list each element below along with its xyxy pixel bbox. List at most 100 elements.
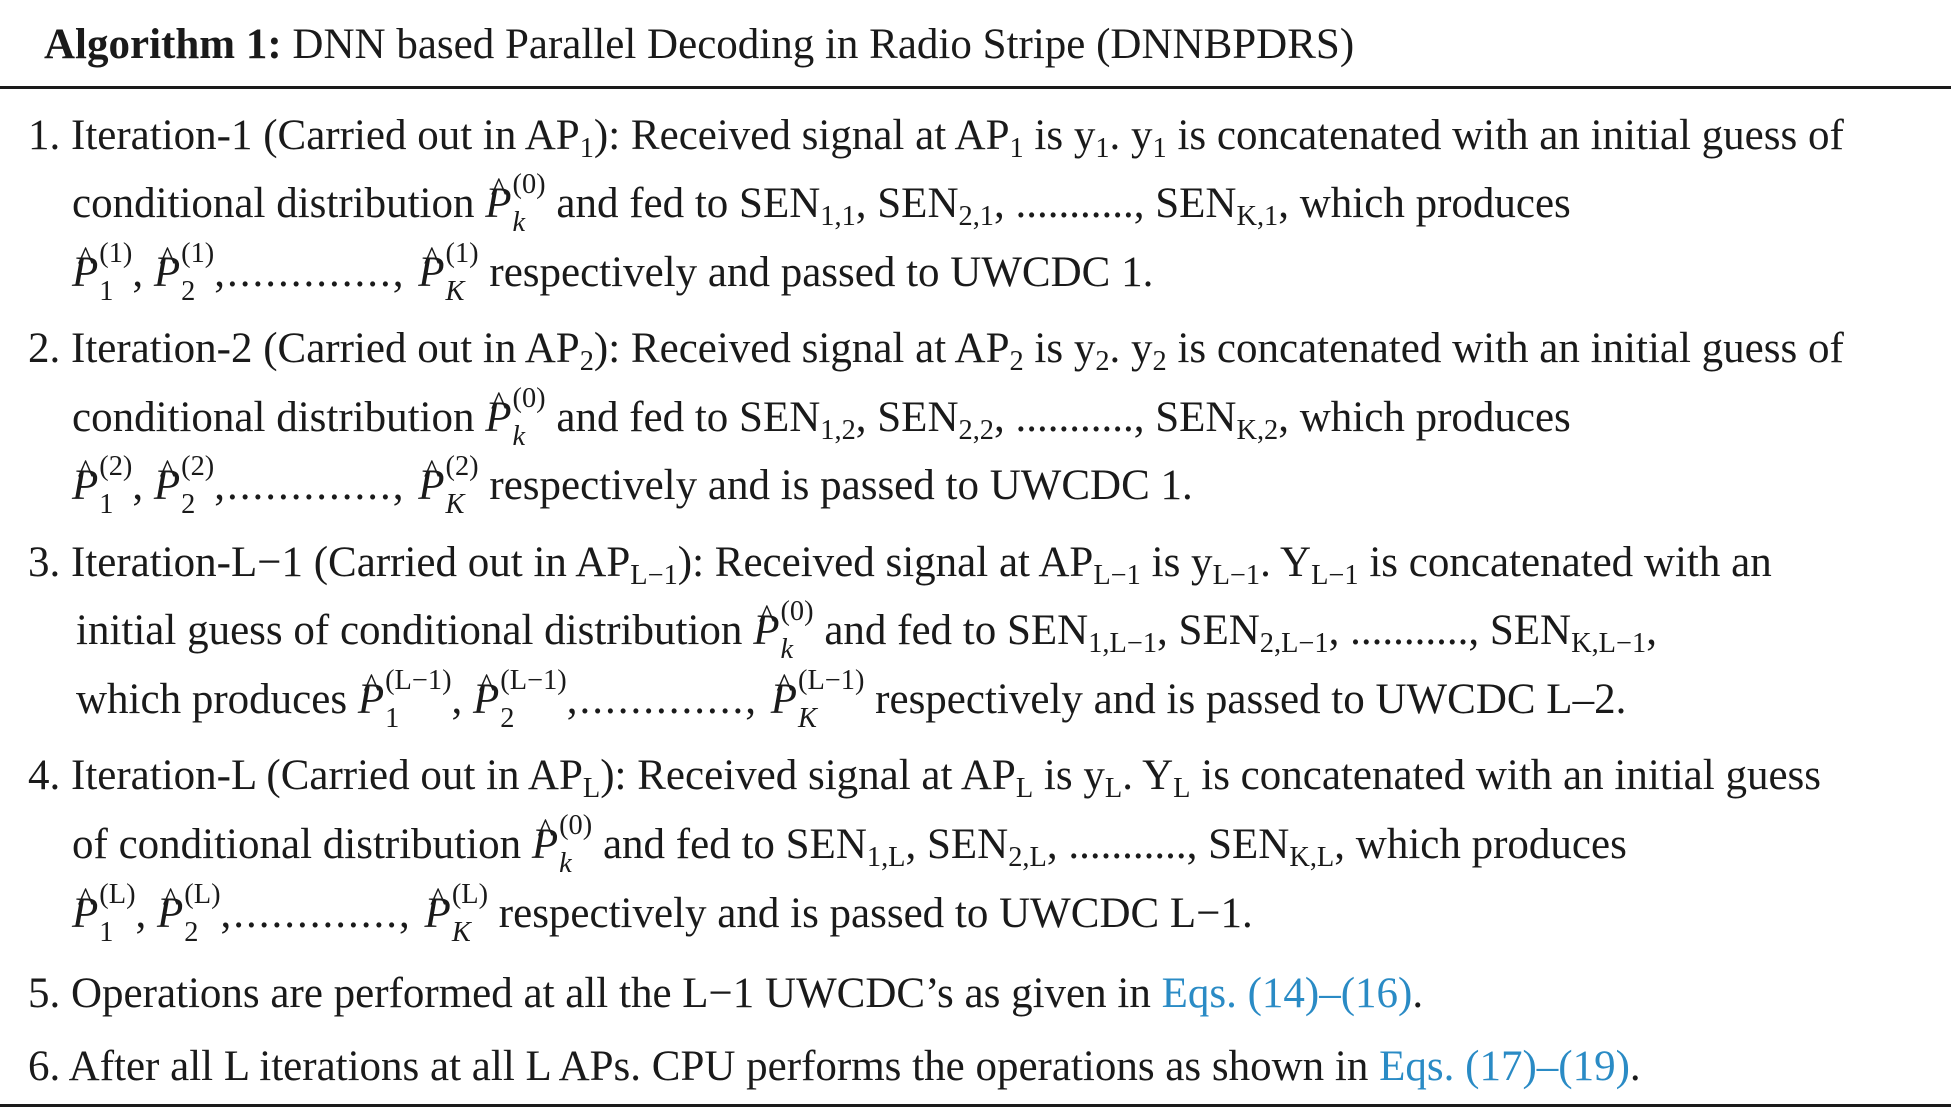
step-text: and fed to SEN	[813, 607, 1089, 654]
math-script: (1)K	[446, 239, 479, 306]
p-hat: P	[473, 653, 499, 733]
step-text: is y	[1023, 112, 1096, 159]
subscript: K,1	[1236, 200, 1279, 232]
step-text: is concatenated with an	[1358, 539, 1772, 586]
superscript: (L−1)	[500, 664, 567, 696]
ellipsis: ,.............,	[220, 890, 425, 937]
step-2-line-2: conditional distribution P(0)k and fed t…	[72, 371, 1571, 453]
step-6-number: 6.	[28, 1043, 61, 1090]
subscript: 2	[500, 703, 515, 735]
ellipsis: ,.............,	[566, 676, 771, 723]
subscript: 2	[181, 489, 196, 521]
subscript: 2,L−1	[1259, 627, 1329, 659]
p-hat: P	[72, 439, 98, 519]
step-text: is concatenated with an initial guess of	[1166, 325, 1844, 372]
step-5-number: 5.	[28, 970, 61, 1017]
p-hat: P	[154, 439, 180, 519]
p-hat: P	[485, 157, 511, 237]
superscript: (1)	[99, 237, 133, 269]
superscript: (0)	[512, 168, 546, 200]
equation-reference-link[interactable]: Eqs. (14)–(16)	[1161, 970, 1413, 1017]
step-text: conditional distribution	[72, 394, 486, 441]
equation-reference-link[interactable]: Eqs. (17)–(19)	[1379, 1043, 1630, 1090]
subscript: L−1	[630, 559, 678, 591]
step-text: . Y	[1260, 539, 1312, 586]
step-2-number: 2.	[28, 325, 61, 372]
subscript: 2,L	[1008, 841, 1047, 873]
subscript: L	[1104, 772, 1123, 804]
superscript: (L−1)	[385, 664, 452, 696]
p-hat: P	[418, 439, 444, 519]
subscript: L	[1173, 772, 1191, 804]
step-text: , ..........., SEN	[1328, 607, 1572, 654]
ellipsis: ,.............,	[214, 462, 419, 509]
superscript: (1)	[445, 237, 479, 269]
p-hat: P	[485, 371, 511, 451]
subscript: K,L	[1289, 841, 1335, 873]
math-script: (2)1	[99, 452, 132, 519]
subscript: K,2	[1236, 414, 1279, 446]
step-text: , SEN	[855, 180, 959, 227]
subscript: 2	[184, 917, 199, 949]
p-hat: P	[157, 867, 183, 947]
step-text: .	[1629, 1043, 1641, 1090]
step-1-line-3: P(1)1, P(1)2,............., P(1)K respec…	[72, 226, 1153, 306]
step-text: ): Received signal at AP	[600, 752, 1016, 799]
subscript: K	[798, 703, 817, 735]
p-hat: P	[753, 584, 779, 664]
separator: ,	[135, 890, 158, 937]
subscript: 1	[1152, 132, 1167, 164]
step-text: is y	[1023, 325, 1096, 372]
step-text: . y	[1109, 112, 1153, 159]
math-script: (0) k	[559, 811, 592, 880]
step-text: Operations are performed at all the L−1 …	[71, 970, 1162, 1017]
step-5-line-1: 5. Operations are performed at all the L…	[28, 961, 1423, 1027]
algorithm-label: Algorithm 1:	[44, 21, 282, 68]
step-text: is concatenated with an initial guess of	[1166, 112, 1844, 159]
step-text: , ..........., SEN	[1046, 821, 1290, 868]
step-1-number: 1.	[28, 112, 61, 159]
math-script: (L) 2	[184, 880, 220, 949]
step-text: , ..........., SEN	[993, 394, 1237, 441]
subscript: 2,2	[958, 414, 994, 446]
p-hat: P	[72, 226, 98, 306]
step-text: ): Received signal at AP	[593, 325, 1010, 372]
p-hat: P	[425, 867, 451, 947]
math-script: (2)2	[181, 452, 214, 521]
subscript: k	[559, 848, 572, 880]
step-4-line-2: of conditional distribution P(0)k and fe…	[72, 798, 1627, 880]
step-text: , which produces	[1278, 180, 1571, 227]
subscript: 1,L	[866, 841, 906, 873]
superscript: (L)	[99, 878, 136, 910]
step-3-line-2: initial guess of conditional distributio…	[76, 584, 1657, 664]
subscript: 2	[1009, 345, 1024, 377]
separator: ,	[451, 676, 474, 723]
step-text: , SEN	[855, 394, 959, 441]
p-hat: P	[532, 798, 558, 878]
subscript: 1,1	[820, 200, 856, 232]
step-text: Iteration-2 (Carried out in AP	[71, 325, 580, 372]
step-text: is concatenated with an initial guess	[1190, 752, 1821, 799]
step-4-line-3: P(L)1, P(L)2,............., P(L)K respec…	[72, 867, 1253, 949]
subscript: L	[1015, 772, 1034, 804]
subscript: k	[512, 421, 526, 453]
step-text: is y	[1033, 752, 1105, 799]
step-text: . Y	[1122, 752, 1174, 799]
step-text: of conditional distribution	[72, 821, 532, 868]
math-script: (0)k	[513, 170, 546, 237]
superscript: (0)	[780, 595, 814, 627]
step-text: ): Received signal at AP	[677, 539, 1094, 586]
subscript: L−1	[1212, 559, 1261, 591]
step-text: Iteration-L−1 (Carried out in AP	[71, 539, 631, 586]
step-3-number: 3.	[28, 539, 61, 586]
step-3-line-3: which produces P(L−1)1, P(L−1)2,........…	[76, 653, 1627, 735]
subscript: K,L−1	[1571, 627, 1647, 659]
superscript: (L)	[184, 878, 221, 910]
step-text: .	[1412, 970, 1424, 1017]
superscript: (0)	[559, 809, 593, 841]
step-text: , ..........., SEN	[993, 180, 1237, 227]
step-text: Iteration-L (Carried out in AP	[71, 752, 583, 799]
step-text: respectively and is passed to UWCDC L–2.	[864, 676, 1627, 723]
step-text: , SEN	[1157, 607, 1260, 654]
